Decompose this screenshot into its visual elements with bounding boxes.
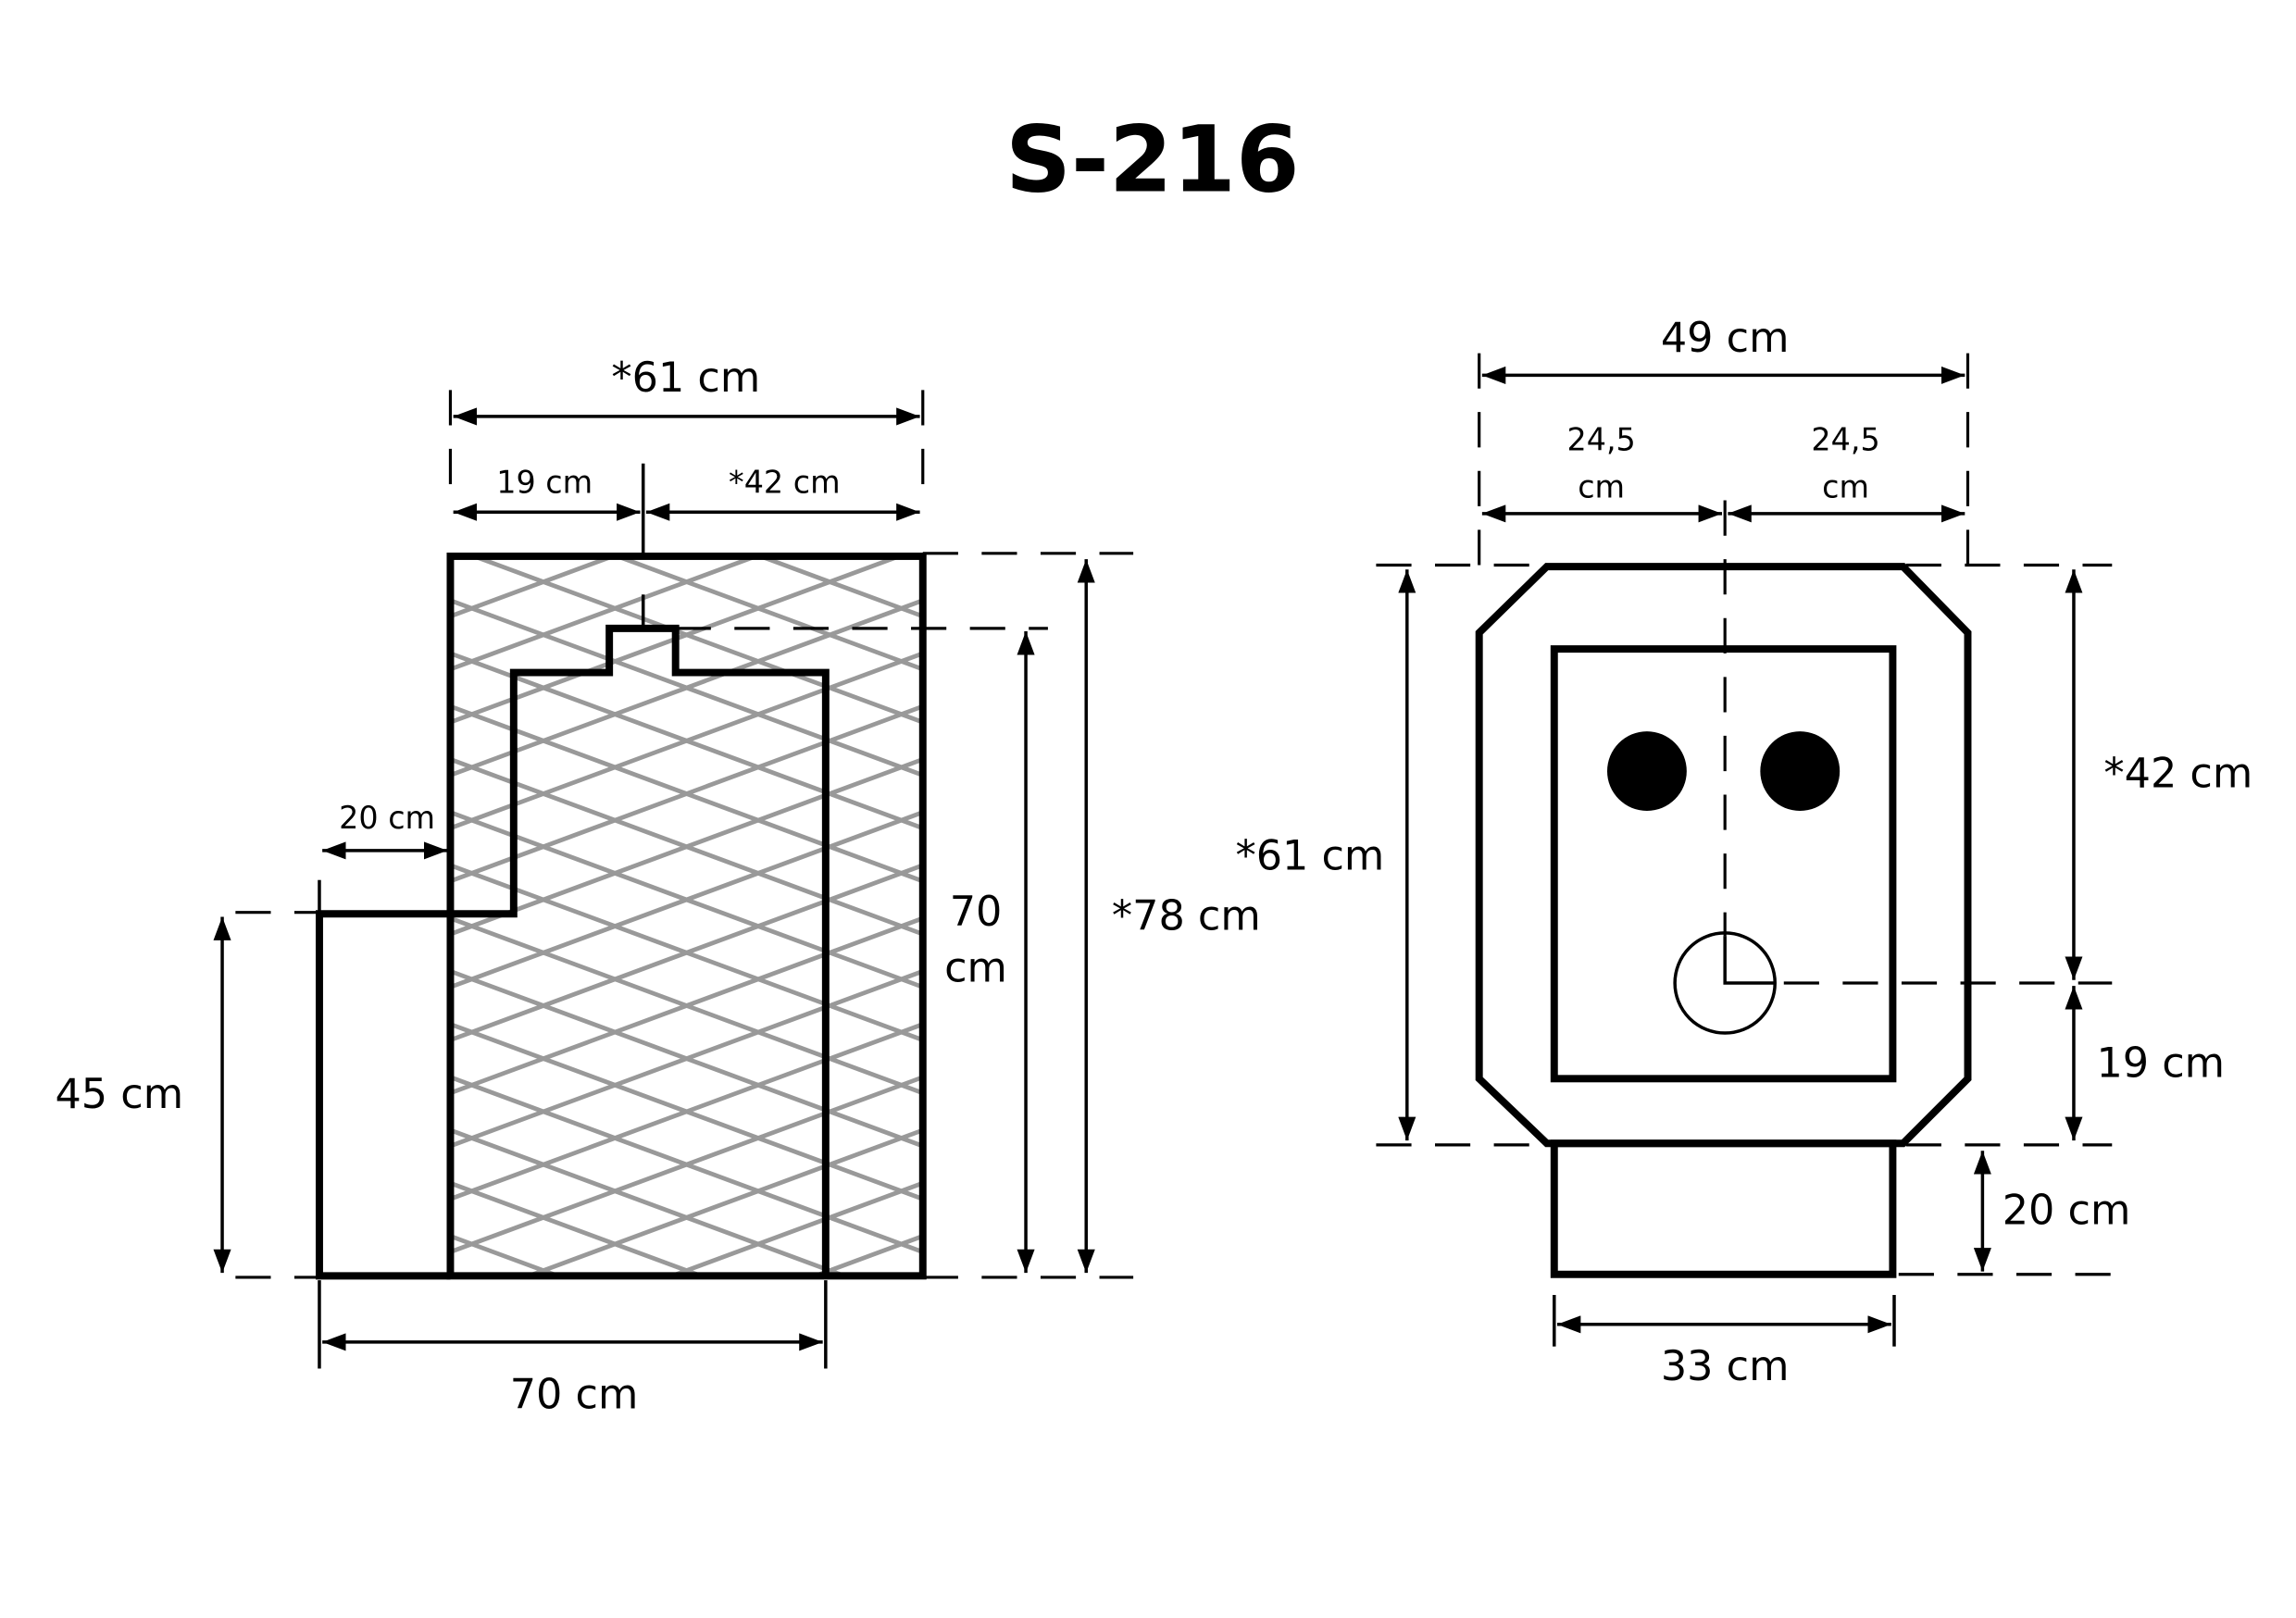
lower-height-label: 19 cm xyxy=(2096,1040,2225,1088)
half-left-unit: cm xyxy=(1578,468,1625,504)
right-hole xyxy=(1760,731,1841,811)
hatch-line xyxy=(450,1342,922,1517)
half-right-unit: cm xyxy=(1822,468,1869,504)
front-body-octagon xyxy=(1475,563,1972,1148)
base-outline xyxy=(1550,1139,1897,1278)
hatch-line xyxy=(450,1395,922,1570)
rear-depth-label: *42 cm xyxy=(729,465,841,501)
upper-height-label: *42 cm xyxy=(2103,751,2252,798)
hatch-line xyxy=(453,652,920,830)
step-box-outline xyxy=(316,910,451,1280)
side-body-outline xyxy=(446,552,927,1280)
half-right-value: 24,5 xyxy=(1811,422,1879,458)
total-depth-label: *61 cm xyxy=(611,355,760,402)
insulation-hatch xyxy=(450,559,922,1570)
hatch-line xyxy=(453,757,920,936)
hatch-line xyxy=(453,1235,556,1274)
hatch-line xyxy=(673,1181,920,1274)
front-body-height-label: *61 cm xyxy=(1235,833,1384,880)
front-depth-label: 19 cm xyxy=(496,465,593,501)
hatch-line xyxy=(450,1342,922,1517)
base-width-label: 70 cm xyxy=(510,1371,639,1418)
total-height-label: *78 cm xyxy=(1112,893,1261,940)
hatch-line xyxy=(450,1395,922,1570)
hatch-line xyxy=(453,559,898,724)
base-height-label: 20 cm xyxy=(2003,1188,2131,1235)
step-width-label: 20 cm xyxy=(339,800,435,836)
hatch-line xyxy=(453,969,920,1148)
front-base-width-label: 33 cm xyxy=(1661,1343,1790,1390)
front-view: 49 cm 24,5 cm 24,5 cm *61 cm *42 cm 19 c… xyxy=(1235,315,2252,1390)
hatch-line xyxy=(453,864,920,1041)
hatch-line xyxy=(453,559,755,671)
step-height-label: 45 cm xyxy=(55,1071,183,1118)
model-title: S-216 xyxy=(1005,108,1300,214)
hatch-line xyxy=(453,599,920,777)
body-height-value: 70 xyxy=(950,889,1003,936)
hatch-line xyxy=(530,1128,920,1274)
hatch-line xyxy=(453,704,920,883)
hatch-line xyxy=(453,1076,920,1253)
hatch-line xyxy=(762,559,920,618)
total-width-label: 49 cm xyxy=(1661,315,1790,362)
body-height-unit: cm xyxy=(944,944,1007,991)
hatch-line xyxy=(817,1235,920,1274)
hatch-line xyxy=(453,559,611,618)
hatch-line xyxy=(453,916,920,1095)
hatch-line xyxy=(453,1023,920,1201)
firebox-profile xyxy=(450,624,830,1276)
left-hole xyxy=(1607,731,1687,811)
half-left-value: 24,5 xyxy=(1566,422,1635,458)
side-view: *61 cm 19 cm *42 cm 20 cm 45 cm 70 cm *7… xyxy=(55,355,1261,1570)
hatch-line xyxy=(453,811,920,989)
